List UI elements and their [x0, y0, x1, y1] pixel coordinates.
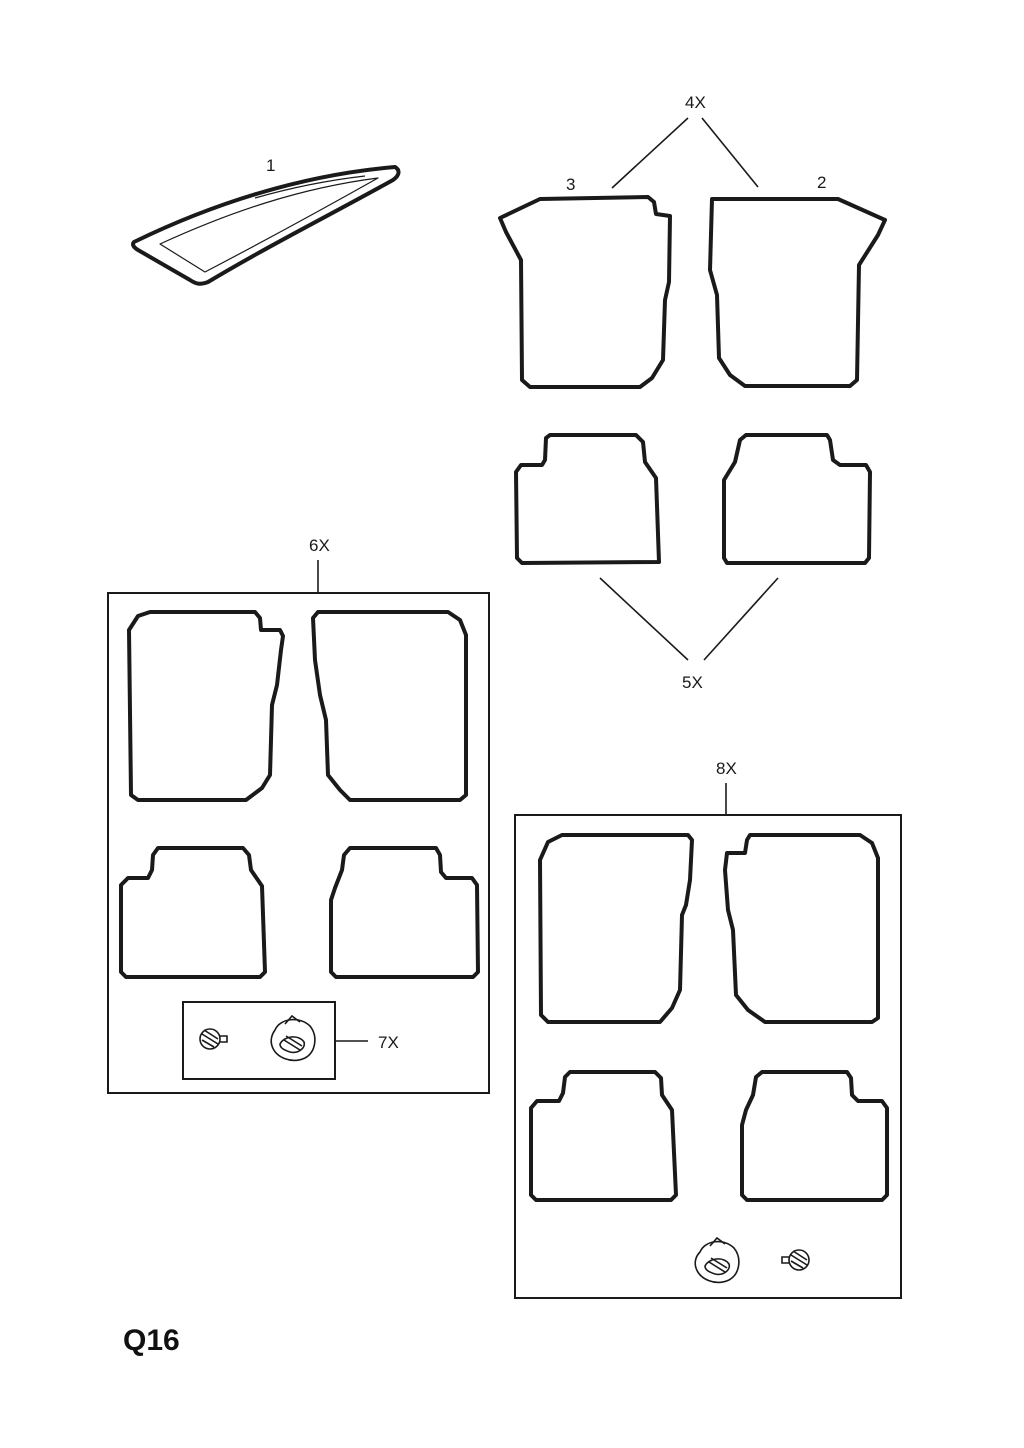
callout-1: 1: [266, 156, 275, 175]
callout-2: 2: [817, 173, 826, 192]
kit-8x-front-right-mat: [723, 833, 880, 1024]
callout-6x: 6X: [309, 536, 330, 555]
kit-6x-front-right-mat: [311, 610, 468, 802]
kit-6x-rear-right-mat: [329, 846, 480, 979]
kit-7x-screw-clip: [199, 1028, 228, 1050]
callout-5x: 5X: [682, 673, 703, 692]
kit-7x-fastener-box: [182, 1001, 336, 1080]
kit-8x-twist-fastener: [694, 1236, 740, 1284]
kit-8x-front-left-mat: [538, 833, 694, 1024]
rear-mat-right: [722, 433, 872, 565]
callout-3: 3: [566, 175, 575, 194]
kit-8x-box: [514, 814, 902, 1299]
callout-7x: 7X: [378, 1033, 399, 1052]
part-3-front-mat: [498, 195, 672, 389]
kit-6x-front-left-mat: [127, 610, 285, 802]
diagram-code: Q16: [123, 1324, 180, 1357]
kit-6x-rear-left-mat: [119, 846, 267, 979]
kit-8x-rear-right-mat: [740, 1070, 889, 1202]
kit-7x-twist-fastener: [270, 1014, 316, 1062]
callout-8x: 8X: [716, 759, 737, 778]
kit-6x-box: [107, 592, 490, 1094]
callout-5x-leaders: [599, 577, 779, 661]
callout-4x-leaders: [611, 117, 759, 189]
kit-8x-screw-clip: [781, 1249, 810, 1271]
part-2-front-mat: [708, 197, 887, 388]
kit-8x-rear-left-mat: [529, 1070, 678, 1202]
callout-4x: 4X: [685, 93, 706, 112]
rear-mat-left: [514, 433, 661, 565]
part-1-trim-piece: [131, 165, 401, 286]
